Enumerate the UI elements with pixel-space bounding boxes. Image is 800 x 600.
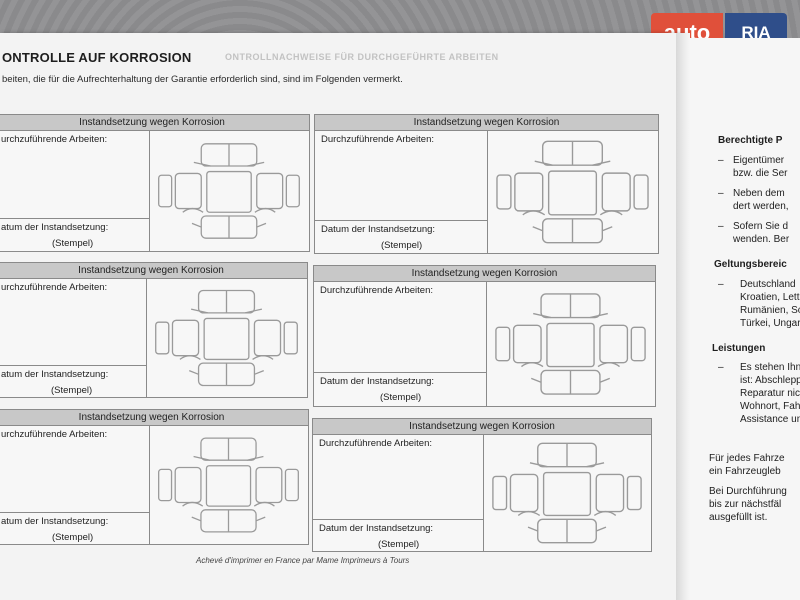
diagram-divider <box>149 131 150 251</box>
right-line: bzw. die Ser <box>733 168 788 179</box>
stamp-label: (Stempel) <box>52 238 94 249</box>
right-line: Eigentümer <box>733 155 785 166</box>
right-line: Kroatien, Lett <box>740 292 800 303</box>
right-line: Bei Durchführung <box>709 486 787 497</box>
date-divider <box>0 365 146 366</box>
date-label: atum der Instandsetzung: <box>1 369 109 380</box>
work-label: urchzuführende Arbeiten: <box>1 134 108 145</box>
work-label: urchzuführende Arbeiten: <box>1 429 108 440</box>
date-label: atum der Instandsetzung: <box>1 222 109 233</box>
stamp-label: (Stempel) <box>52 532 94 543</box>
right-line: wenden. Ber <box>733 234 790 245</box>
right-line: Rumänien, So <box>740 305 800 316</box>
stamp-label: (Stempel) <box>380 392 422 403</box>
corrosion-record-card: Instandsetzung wegen Korrosion Durchzufü… <box>313 265 656 407</box>
diagram-divider <box>486 282 487 406</box>
date-divider <box>314 372 486 373</box>
right-line: ein Fahrzeugleb <box>709 466 781 477</box>
right-line: Türkei, Ungar <box>740 318 800 329</box>
date-label: Datum der Instandsetzung: <box>319 523 434 534</box>
right-line: Sofern Sie d <box>733 221 789 232</box>
car-body-diagram <box>493 135 652 249</box>
right-line: dert werden, <box>733 201 789 212</box>
right-line: Wohnort, Fah <box>740 401 800 412</box>
show-through-text: ONTROLLNACHWEISE FÜR DURCHGEFÜHRTE ARBEI… <box>225 52 499 62</box>
card-header: Instandsetzung wegen Korrosion <box>0 263 307 279</box>
dash-1: – <box>718 155 724 166</box>
date-divider <box>315 220 487 221</box>
diagram-divider <box>487 131 488 253</box>
date-label: Datum der Instandsetzung: <box>320 376 435 387</box>
corrosion-record-card: Instandsetzung wegen Korrosion urchzufüh… <box>0 262 308 398</box>
diagram-divider <box>146 279 147 397</box>
car-body-diagram <box>155 430 302 540</box>
dash-3: – <box>718 221 724 232</box>
corrosion-record-card: Instandsetzung wegen Korrosion urchzufüh… <box>0 409 309 545</box>
right-line: Assistance un <box>740 414 800 425</box>
card-header: Instandsetzung wegen Korrosion <box>315 115 658 131</box>
diagram-divider <box>483 435 484 551</box>
right-line: bis zur nächstfäl <box>709 499 782 510</box>
corrosion-record-card: Instandsetzung wegen Korrosion urchzufüh… <box>0 114 310 252</box>
book-gutter <box>676 33 690 600</box>
right-line: ist: Abschlepp <box>740 375 800 386</box>
right-line: ausgefüllt ist. <box>709 512 768 523</box>
right-heading-berechtigte: Berechtigte P <box>718 135 783 146</box>
right-page <box>683 38 800 600</box>
date-divider <box>313 519 483 520</box>
date-divider <box>0 512 149 513</box>
stamp-label: (Stempel) <box>51 385 93 396</box>
corrosion-record-card: Instandsetzung wegen Korrosion Durchzufü… <box>312 418 652 552</box>
corrosion-record-card: Instandsetzung wegen Korrosion Durchzufü… <box>314 114 659 254</box>
car-body-diagram <box>152 283 301 393</box>
right-line: Für jedes Fahrze <box>709 453 785 464</box>
card-header: Instandsetzung wegen Korrosion <box>0 410 308 426</box>
date-divider <box>0 218 149 219</box>
intro-text: beiten, die für die Aufrechterhaltung de… <box>2 74 403 85</box>
right-line: Deutschland <box>740 279 796 290</box>
date-label: Datum der Instandsetzung: <box>321 224 436 235</box>
card-header: Instandsetzung wegen Korrosion <box>314 266 655 282</box>
page-title: ONTROLLE AUF KORROSION <box>2 50 192 65</box>
work-label: Durchzuführende Arbeiten: <box>320 285 434 296</box>
right-line: Es stehen Ihn <box>740 362 800 373</box>
car-body-diagram <box>489 439 645 547</box>
dash-5: – <box>718 362 724 373</box>
car-body-diagram <box>155 135 303 247</box>
diagram-divider <box>149 426 150 544</box>
stamp-label: (Stempel) <box>381 240 423 251</box>
printer-footer: Achevé d'imprimer en France par Mame Imp… <box>196 556 410 565</box>
stamp-label: (Stempel) <box>378 539 420 550</box>
car-body-diagram <box>492 286 649 402</box>
card-header: Instandsetzung wegen Korrosion <box>0 115 309 131</box>
work-label: urchzuführende Arbeiten: <box>1 282 108 293</box>
right-heading-leistungen: Leistungen <box>712 343 766 354</box>
right-heading-geltung: Geltungsbereic <box>714 259 787 270</box>
work-label: Durchzuführende Arbeiten: <box>319 438 433 449</box>
dash-2: – <box>718 188 724 199</box>
work-label: Durchzuführende Arbeiten: <box>321 134 435 145</box>
right-line: Reparatur nic <box>740 388 800 399</box>
right-line: Neben dem <box>733 188 785 199</box>
card-header: Instandsetzung wegen Korrosion <box>313 419 651 435</box>
date-label: atum der Instandsetzung: <box>1 516 109 527</box>
dash-4: – <box>718 279 724 290</box>
